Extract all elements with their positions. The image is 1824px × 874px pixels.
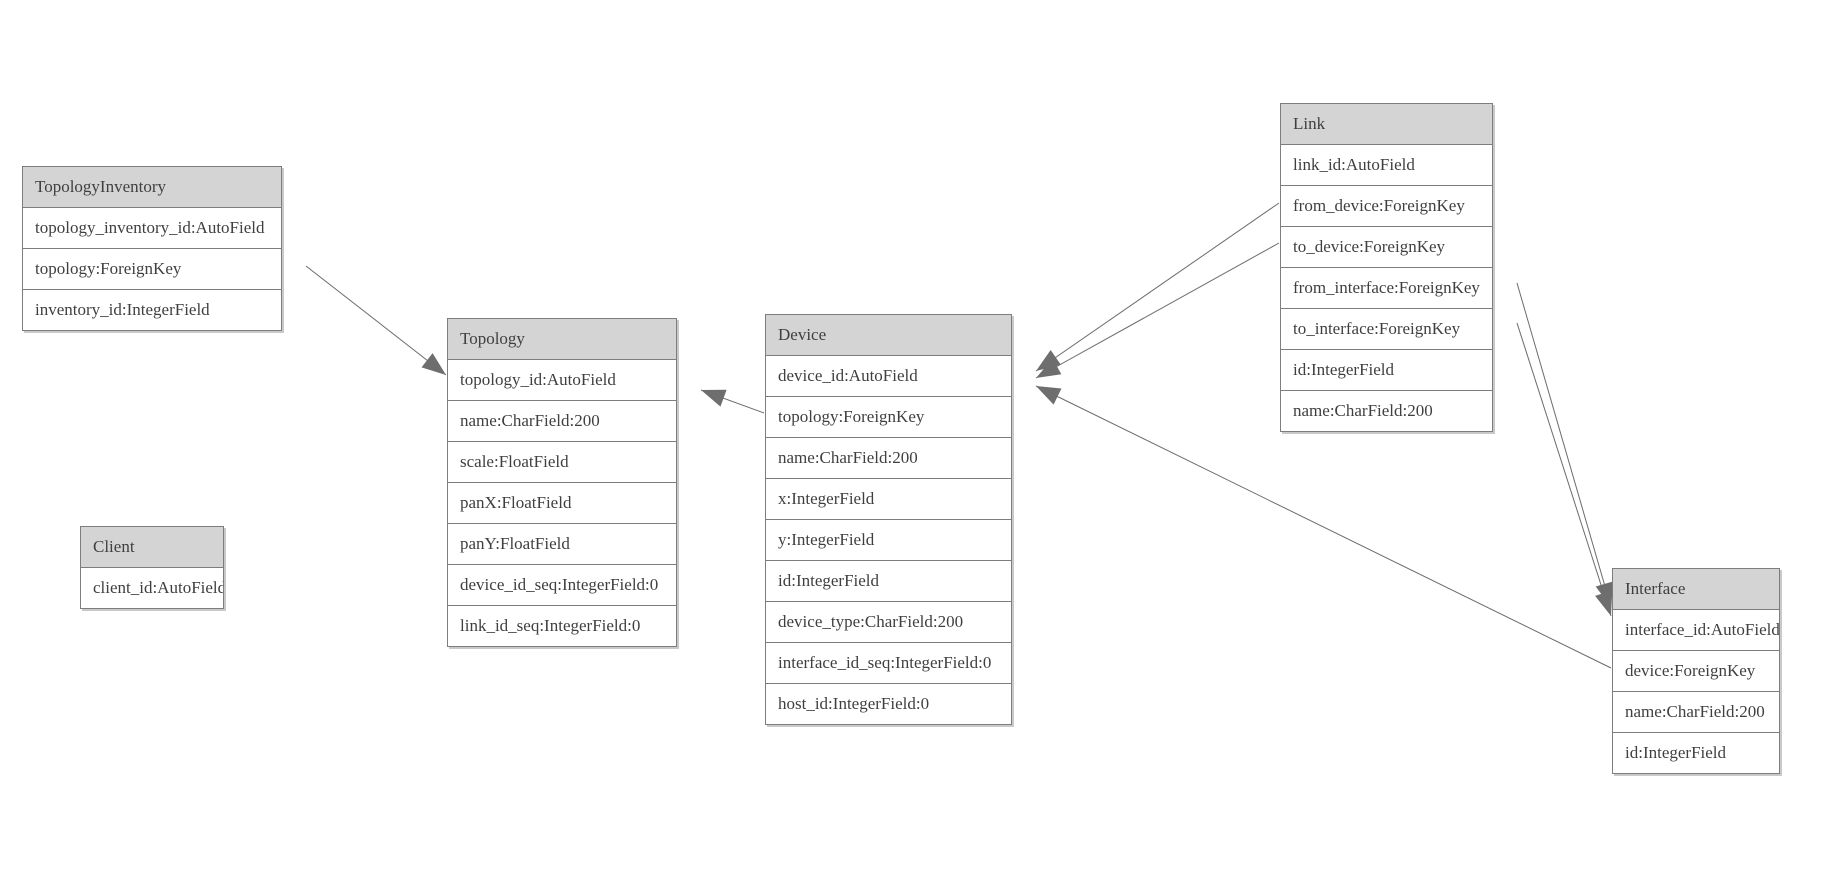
relationship-topologyinventory-topology-to-topology-topology_id xyxy=(305,265,447,376)
entity-field-topology_id: topology_id:AutoField xyxy=(448,360,676,401)
relationship-link-from_interface-to-interface-interface_id xyxy=(1516,282,1613,608)
entity-field-inventory_id: inventory_id:IntegerField xyxy=(23,290,281,330)
entity-field-to_interface: to_interface:ForeignKey xyxy=(1281,309,1492,350)
entity-field-id: id:IntegerField xyxy=(766,561,1011,602)
entity-field-name: name:CharField:200 xyxy=(1613,692,1779,733)
relationship-link-to_device-to-device-device_id xyxy=(1035,242,1280,379)
entity-title-link: Link xyxy=(1281,104,1492,145)
entity-field-from_interface: from_interface:ForeignKey xyxy=(1281,268,1492,309)
entity-title-topologyinventory: TopologyInventory xyxy=(23,167,281,208)
entity-field-interface_id: interface_id:AutoField xyxy=(1613,610,1779,651)
entity-field-name: name:CharField:200 xyxy=(448,401,676,442)
entity-field-link_id: link_id:AutoField xyxy=(1281,145,1492,186)
entity-field-id: id:IntegerField xyxy=(1281,350,1492,391)
relationship-link-from_device-to-device-device_id xyxy=(1035,202,1280,372)
relationship-device-topology-to-topology-topology_id xyxy=(700,389,765,414)
entity-title-interface: Interface xyxy=(1613,569,1779,610)
entity-title-topology: Topology xyxy=(448,319,676,360)
entity-field-topology: topology:ForeignKey xyxy=(23,249,281,290)
entity-field-name: name:CharField:200 xyxy=(1281,391,1492,431)
entity-field-client_id: client_id:AutoField xyxy=(81,568,223,608)
entity-field-to_device: to_device:ForeignKey xyxy=(1281,227,1492,268)
entity-field-link_id_seq: link_id_seq:IntegerField:0 xyxy=(448,606,676,646)
entity-field-device_id: device_id:AutoField xyxy=(766,356,1011,397)
entity-title-client: Client xyxy=(81,527,223,568)
entity-field-y: y:IntegerField xyxy=(766,520,1011,561)
entity-field-device: device:ForeignKey xyxy=(1613,651,1779,692)
entity-title-device: Device xyxy=(766,315,1011,356)
relationship-link-to_interface-to-interface-interface_id xyxy=(1516,322,1613,617)
entity-field-topology_inventory_id: topology_inventory_id:AutoField xyxy=(23,208,281,249)
entity-field-device_type: device_type:CharField:200 xyxy=(766,602,1011,643)
entity-field-interface_id_seq: interface_id_seq:IntegerField:0 xyxy=(766,643,1011,684)
entity-field-host_id: host_id:IntegerField:0 xyxy=(766,684,1011,724)
entity-field-panY: panY:FloatField xyxy=(448,524,676,565)
entity-field-scale: scale:FloatField xyxy=(448,442,676,483)
entity-field-name: name:CharField:200 xyxy=(766,438,1011,479)
entity-field-topology: topology:ForeignKey xyxy=(766,397,1011,438)
entity-field-x: x:IntegerField xyxy=(766,479,1011,520)
entity-field-id: id:IntegerField xyxy=(1613,733,1779,773)
entity-field-panX: panX:FloatField xyxy=(448,483,676,524)
entity-field-from_device: from_device:ForeignKey xyxy=(1281,186,1492,227)
entity-field-device_id_seq: device_id_seq:IntegerField:0 xyxy=(448,565,676,606)
